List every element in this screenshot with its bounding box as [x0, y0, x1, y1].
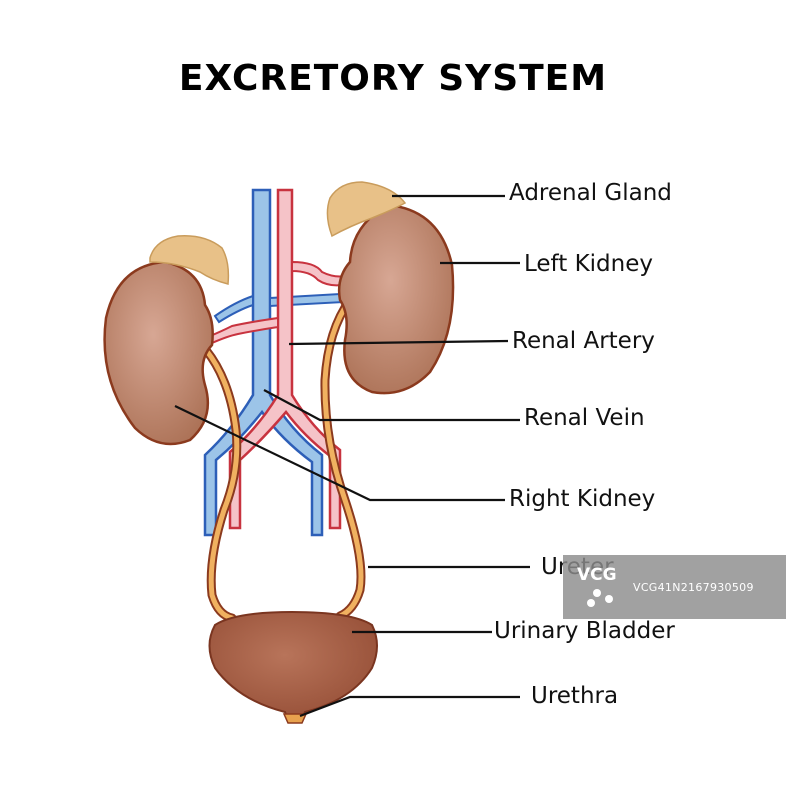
leader-renal-vein — [263, 389, 520, 422]
right-adrenal-shape — [149, 235, 230, 285]
label-renal-vein: Renal Vein — [524, 405, 645, 431]
label-adrenal-gland: Adrenal Gland — [509, 180, 672, 206]
left-adrenal-shape — [326, 181, 407, 238]
watermark-logo-icon: VCG — [563, 555, 633, 619]
left-kidney-shape — [337, 203, 455, 395]
leader-lines — [174, 194, 530, 718]
watermark: VCG VCG41N2167930509 — [563, 555, 786, 619]
watermark-id: VCG41N2167930509 — [633, 580, 754, 594]
label-right-kidney: Right Kidney — [509, 486, 656, 512]
label-renal-artery: Renal Artery — [512, 328, 655, 354]
leader-renal-artery — [288, 339, 509, 346]
ureters — [201, 295, 366, 623]
leader-urethra — [299, 695, 520, 718]
diagram-title: EXCRETORY SYSTEM — [178, 58, 608, 99]
label-urethra: Urethra — [531, 683, 619, 709]
right-kidney-shape — [103, 260, 214, 446]
label-urinary-bladder: Urinary Bladder — [494, 618, 675, 644]
watermark-logo-text: VCG — [577, 565, 617, 585]
bladder-shape — [208, 610, 378, 721]
label-left-kidney: Left Kidney — [524, 251, 653, 277]
leader-right-kidney — [174, 405, 505, 502]
